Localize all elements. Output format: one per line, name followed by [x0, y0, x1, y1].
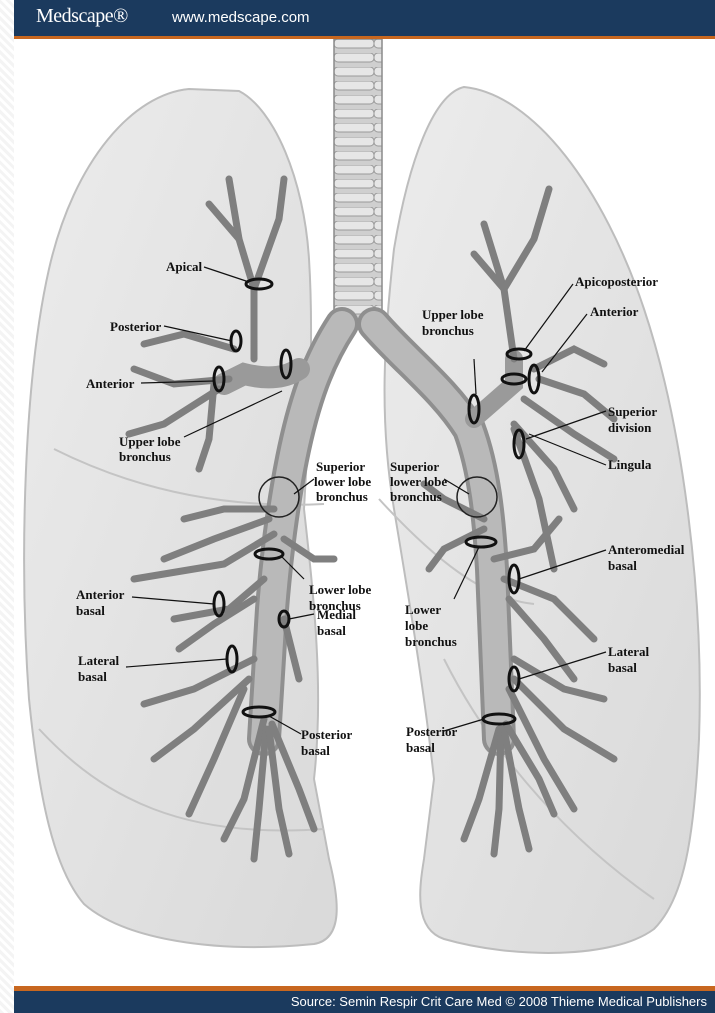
label-superior-lower-left-2: lower lobe [390, 474, 447, 489]
label-lateral-basal-left-2: basal [608, 660, 637, 675]
label-superior-division-1: Superior [608, 404, 657, 419]
footer-bar: Source: Semin Respir Crit Care Med © 200… [14, 991, 715, 1013]
page-edge-pattern [0, 0, 14, 1013]
label-posterior-basal-right-2: basal [301, 743, 330, 758]
label-lower-lobe-left-3: bronchus [405, 634, 457, 649]
label-superior-lower-right-1: Superior [316, 459, 365, 474]
label-posterior-basal-right-1: Posterior [301, 727, 352, 742]
label-anteromedial-basal-2: basal [608, 558, 637, 573]
label-posterior-basal-left-2: basal [406, 740, 435, 755]
lung-diagram: Apical Posterior Anterior Upper lobe bro… [14, 39, 715, 986]
label-anterior-right: Anterior [86, 376, 135, 391]
label-upper-lobe-right-2: bronchus [119, 449, 171, 464]
label-superior-lower-left-1: Superior [390, 459, 439, 474]
label-lower-lobe-right-1: Lower lobe [309, 582, 371, 597]
medscape-logo[interactable]: Medscape® [36, 5, 128, 28]
label-posterior-basal-left-1: Posterior [406, 724, 457, 739]
trachea [334, 39, 382, 329]
label-lower-lobe-left-2: lobe [405, 618, 428, 633]
bronchial-tree-illustration: Apical Posterior Anterior Upper lobe bro… [14, 39, 715, 986]
label-upper-lobe-left-2: bronchus [422, 323, 474, 338]
label-posterior-right: Posterior [110, 319, 161, 334]
site-url[interactable]: www.medscape.com [172, 9, 310, 26]
label-anterior-basal-1: Anterior [76, 587, 125, 602]
label-lingula: Lingula [608, 457, 652, 472]
label-lateral-basal-right-1: Lateral [78, 653, 120, 668]
label-superior-lower-left-3: bronchus [390, 489, 442, 504]
label-apical: Apical [166, 259, 203, 274]
label-superior-lower-right-2: lower lobe [314, 474, 371, 489]
label-apicoposterior: Apicoposterior [575, 274, 658, 289]
label-anterior-left: Anterior [590, 304, 639, 319]
label-upper-lobe-right-1: Upper lobe [119, 434, 181, 449]
label-superior-lower-right-3: bronchus [316, 489, 368, 504]
label-lateral-basal-right-2: basal [78, 669, 107, 684]
header-bar: Medscape® www.medscape.com [14, 0, 715, 36]
label-upper-lobe-left-1: Upper lobe [422, 307, 484, 322]
label-medial-basal-2: basal [317, 623, 346, 638]
label-superior-division-2: division [608, 420, 652, 435]
trachea-rings [334, 39, 382, 329]
label-lower-lobe-left-1: Lower [405, 602, 441, 617]
label-lateral-basal-left-1: Lateral [608, 644, 650, 659]
source-citation: Source: Semin Respir Crit Care Med © 200… [291, 994, 707, 1009]
label-anteromedial-basal-1: Anteromedial [608, 542, 685, 557]
label-medial-basal-1: Medial [317, 607, 356, 622]
label-anterior-basal-2: basal [76, 603, 105, 618]
